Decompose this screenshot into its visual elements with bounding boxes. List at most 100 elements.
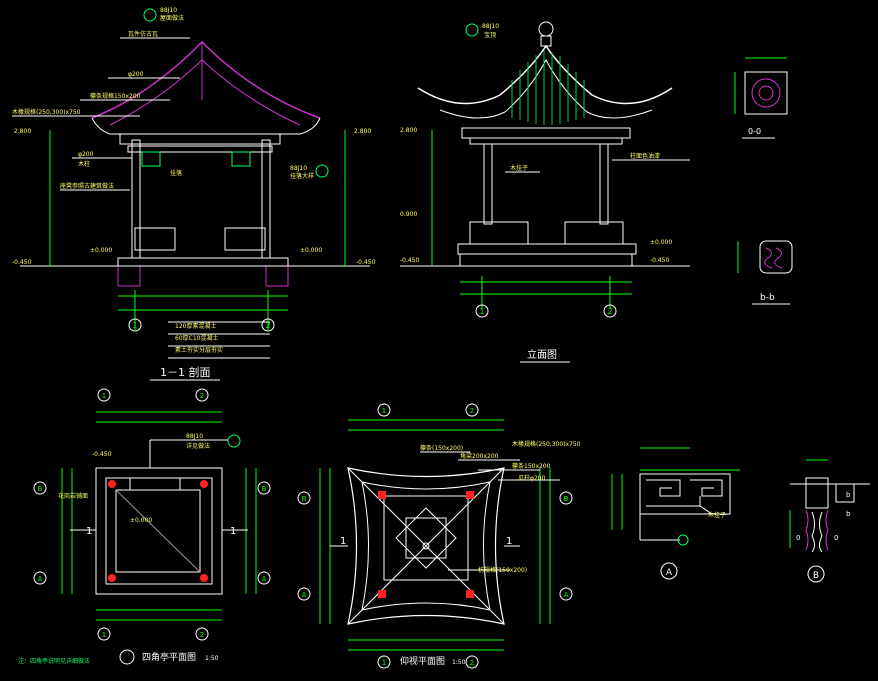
floor-plan-ref-sub: 详见做法 — [186, 442, 210, 450]
section-level-low-right: -0.450 — [356, 259, 376, 266]
roof-plan-section-mark-left: 1 — [340, 536, 346, 547]
section-level-low-left: -0.450 — [12, 259, 32, 266]
roof-plan-scale: 1:50 — [452, 659, 466, 666]
floor-plan-axis-B-right — [257, 481, 271, 495]
detail-0-0-carving — [751, 78, 781, 108]
roof-plan-axis-A-left-label: A — [302, 591, 307, 599]
roof-plan-axis-A-right — [559, 587, 573, 601]
section-level-top-right: 2.800 — [354, 128, 371, 135]
section-ref-top-label: 88J10 — [160, 7, 177, 14]
section-seat-label: 座凳参照古建筑做法 — [60, 182, 114, 190]
detail-B-zero-mark-2: 0 — [834, 534, 838, 542]
floor-plan-axis-1-top — [97, 388, 111, 402]
section-beam-1-label: φ200 — [128, 71, 144, 78]
detail-A-wood-label: 木挂子 — [708, 511, 726, 519]
roof-plan-section-mark-right: 1 — [506, 536, 512, 547]
floor-plan-level: ±0.000 — [130, 517, 152, 524]
section-axis-1: 1 — [132, 321, 137, 330]
floor-plan-section-mark-left: 1 — [86, 526, 92, 537]
detail-0-0-title: 0-0 — [748, 127, 761, 136]
detail-A-title: A — [666, 568, 673, 578]
detail-B-block — [835, 483, 855, 503]
floor-plan-axis-2-bottom — [195, 627, 209, 641]
floor-plan-title: 四角亭平面图 — [142, 651, 196, 663]
floor-plan-axis-1-bottom-label: 1 — [102, 631, 106, 639]
section-1-1-view — [12, 8, 370, 359]
floor-plan-floor — [115, 489, 201, 573]
section-ref-top-bubble — [143, 8, 157, 22]
section-tie — [127, 145, 273, 153]
roof-plan-axis-2-top-label: 2 — [470, 407, 474, 415]
elevation-ref-sub: 宝顶 — [484, 31, 496, 39]
section-column-label: φ200 — [78, 151, 94, 158]
detail-B-view — [789, 459, 870, 583]
detail-B-carving — [805, 509, 809, 551]
section-layer-3: 素土夯实分层夯实 — [175, 346, 223, 354]
elevation-view — [400, 21, 690, 318]
roof-plan-title: 仰视平面图 — [400, 655, 445, 667]
detail-B-post — [805, 477, 829, 509]
floor-plan-level-top: -0.450 — [92, 451, 112, 458]
section-layer-1: 120厚素混凝土 — [175, 322, 216, 330]
floor-plan-axis-A-left — [33, 571, 47, 585]
detail-A-frame — [639, 473, 731, 515]
floor-plan-columns — [108, 480, 208, 582]
floor-plan-scale: 1:50 — [205, 655, 219, 662]
detail-b-b-carving — [764, 247, 773, 269]
elevation-axis-1: 1 — [479, 307, 484, 316]
floor-plan-title-bubble — [119, 649, 135, 665]
roof-plan-axis-B-right-label: B — [564, 495, 569, 503]
floor-plan-axis-A-right — [257, 571, 271, 585]
roof-plan-center — [422, 542, 430, 550]
elevation-column-left — [483, 143, 493, 225]
elevation-roof-tiles — [511, 50, 585, 125]
section-hang-left — [141, 151, 161, 167]
roof-plan-view — [297, 403, 573, 669]
floor-plan-axis-2-top — [195, 388, 209, 402]
section-level-mid: ±0.000 — [90, 247, 112, 254]
roof-plan-axis-A-left — [297, 587, 311, 601]
roof-plan-tie-label: 枋规格(150x200) — [478, 566, 527, 574]
section-seat-left — [134, 227, 176, 251]
roof-plan-axis-A-right-label: A — [564, 591, 569, 599]
detail-B-b-mark-2: b — [846, 510, 851, 518]
detail-B-zero-mark: 0 — [796, 534, 800, 542]
elevation-roof-lower — [439, 58, 653, 119]
elevation-level-top: 2.800 — [400, 127, 417, 134]
roof-plan-axis-2-top — [465, 403, 479, 417]
detail-B-bubble — [807, 565, 825, 583]
elevation-level-low: -0.450 — [400, 257, 420, 264]
detail-A-fret — [646, 479, 681, 497]
detail-b-b — [737, 240, 793, 305]
roof-plan-beam-frame — [383, 495, 469, 581]
roof-plan-columns — [378, 491, 474, 598]
section-axis-2: 2 — [265, 321, 270, 330]
roof-plan-rafter-1-label: 木椽规格(250,300)x750 — [512, 440, 581, 448]
floor-plan-ref-bubble — [227, 434, 241, 448]
elevation-title: 立面图 — [527, 348, 557, 361]
section-hang-label: 挂落 — [170, 169, 182, 177]
roof-plan-inner-square — [405, 517, 447, 559]
roof-plan-axis-B-right — [559, 491, 573, 505]
floor-plan-view — [33, 388, 271, 665]
section-ridge-label: 瓦件仿古瓦 — [128, 30, 158, 38]
elevation-column-right — [599, 143, 609, 225]
section-ref-top-sub: 屋面做法 — [160, 14, 184, 22]
roof-plan-axis-1-bottom-label: 1 — [382, 659, 386, 667]
elevation-paint-label: 柱面色油漆 — [630, 152, 660, 160]
floor-plan-axis-1-bottom — [97, 627, 111, 641]
section-axis-2-bubble — [261, 318, 275, 332]
roof-plan-axis-2-bottom-label: 2 — [470, 659, 474, 667]
floor-plan-axis-1-top-label: 1 — [102, 392, 106, 400]
elevation-level-low-right: -0.450 — [650, 257, 670, 264]
section-axis-1-bubble — [128, 318, 142, 332]
detail-0-0-square — [744, 71, 788, 115]
floor-plan-ref-label: 88J10 — [186, 433, 203, 440]
section-beam-2-label: 檩条规格150x200 — [90, 92, 141, 100]
elevation-ref-bubble — [465, 23, 479, 37]
roof-plan-post-label: 瓜柱φ200 — [518, 474, 546, 482]
floor-plan-axis-B-left-label: B — [38, 485, 43, 493]
floor-plan-axis-A-left-label: A — [38, 575, 43, 583]
roof-plan-axis-1-top-label: 1 — [382, 407, 386, 415]
